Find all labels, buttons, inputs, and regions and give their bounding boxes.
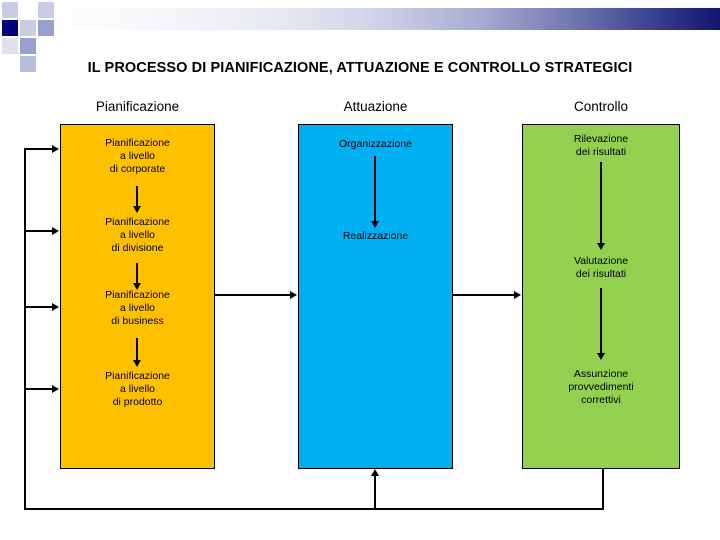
feedback-loop-bottom xyxy=(24,508,604,510)
arrowhead-down-icon xyxy=(133,206,141,213)
node-line: Assunzione xyxy=(573,368,629,380)
feedback-branch-divisione xyxy=(24,230,53,232)
node-line: dei risultati xyxy=(575,268,627,280)
page-title: IL PROCESSO DI PIANIFICAZIONE, ATTUAZION… xyxy=(87,60,633,76)
decor-square-icon xyxy=(2,56,18,72)
column-header-controllo: Controllo xyxy=(573,99,629,114)
node-line: dei risultati xyxy=(575,146,627,158)
arrowhead-down-icon xyxy=(133,283,141,290)
decor-square-icon xyxy=(2,38,18,54)
decor-square-icon xyxy=(20,20,36,36)
node-organizzazione: Organizzazione xyxy=(298,138,453,151)
panel-pianificazione xyxy=(60,124,215,469)
node-line: di business xyxy=(111,315,164,327)
arrowhead-right-icon xyxy=(52,303,59,311)
node-realizzazione: Realizzazione xyxy=(298,230,453,243)
feedback-branch-prodotto xyxy=(24,388,53,390)
node-rilevazione-risultati: Rilevazione dei risultati xyxy=(522,133,680,159)
node-line: Rilevazione xyxy=(573,133,629,145)
feedback-loop-from-controllo xyxy=(602,469,604,510)
node-line: provvedimenti xyxy=(568,381,634,393)
column-header-attuazione: Attuazione xyxy=(343,99,408,114)
node-line: Pianificazione xyxy=(105,289,170,301)
arrowhead-down-icon xyxy=(597,353,605,360)
node-line: di prodotto xyxy=(112,396,163,408)
node-line: a livello xyxy=(119,383,156,395)
connector-attuazione-to-controllo xyxy=(453,294,515,296)
arrowhead-down-icon xyxy=(133,360,141,367)
decor-square-icon xyxy=(20,38,36,54)
arrowhead-right-icon xyxy=(52,227,59,235)
arrowhead-right-icon xyxy=(290,291,297,299)
node-pianificazione-divisione: Pianificazione a livello di divisione xyxy=(60,216,215,255)
node-line: Pianificazione xyxy=(105,370,170,382)
arrowhead-right-icon xyxy=(52,385,59,393)
decor-square-accent-icon xyxy=(2,20,18,36)
arrowhead-right-icon xyxy=(52,145,59,153)
decor-square-icon xyxy=(20,56,36,72)
node-assunzione-provvedimenti: Assunzione provvedimenti correttivi xyxy=(522,368,680,407)
connector-pianificazione-to-attuazione xyxy=(215,294,291,296)
top-gradient-band xyxy=(0,8,720,30)
node-line: correttivi xyxy=(581,394,621,406)
node-line: a livello xyxy=(119,150,156,162)
node-line: di corporate xyxy=(109,163,166,175)
arrowhead-right-icon xyxy=(514,291,521,299)
connector-divisione-to-business xyxy=(136,263,138,285)
decor-square-icon xyxy=(20,2,36,18)
decor-square-icon xyxy=(38,2,54,18)
node-line: Organizzazione xyxy=(339,138,412,150)
connector-corporate-to-divisione xyxy=(136,186,138,208)
feedback-branch-corporate xyxy=(24,148,53,150)
arrowhead-down-icon xyxy=(597,243,605,250)
arrowhead-down-icon xyxy=(371,221,379,228)
node-pianificazione-corporate: Pianificazione a livello di corporate xyxy=(60,137,215,176)
feedback-spine-vertical xyxy=(24,148,26,510)
node-line: a livello xyxy=(119,229,156,241)
node-line: Pianificazione xyxy=(105,216,170,228)
column-header-pianificazione: Pianificazione xyxy=(95,99,180,114)
feedback-branch-business xyxy=(24,306,53,308)
node-valutazione-risultati: Valutazione dei risultati xyxy=(522,255,680,281)
node-line: a livello xyxy=(119,302,156,314)
node-pianificazione-prodotto: Pianificazione a livello di prodotto xyxy=(60,370,215,409)
node-line: Pianificazione xyxy=(105,137,170,149)
connector-business-to-prodotto xyxy=(136,338,138,362)
node-line: Valutazione xyxy=(573,255,629,267)
connector-rilevazione-to-valutazione xyxy=(600,162,602,246)
node-pianificazione-business: Pianificazione a livello di business xyxy=(60,289,215,328)
node-line: Realizzazione xyxy=(342,230,409,242)
connector-organizzazione-to-realizzazione xyxy=(374,156,376,224)
decor-square-icon xyxy=(2,2,18,18)
decor-square-icon xyxy=(38,20,54,36)
feedback-loop-to-attuazione xyxy=(374,476,376,510)
connector-valutazione-to-assunzione xyxy=(600,288,602,356)
node-line: di divisione xyxy=(111,242,164,254)
arrowhead-up-icon xyxy=(371,469,379,476)
